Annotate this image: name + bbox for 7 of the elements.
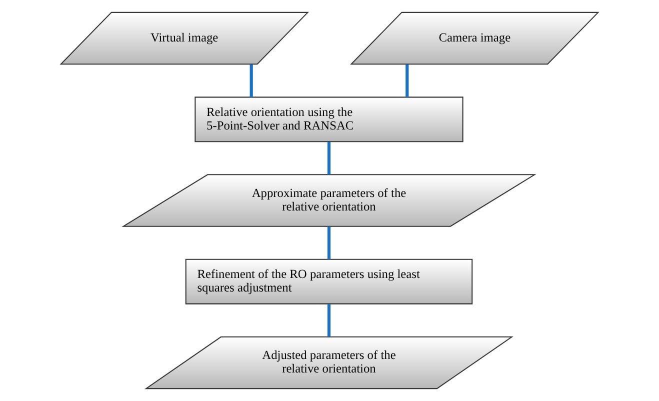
connector	[250, 64, 253, 98]
connector	[406, 64, 409, 98]
connector	[327, 142, 331, 175]
node-box: Refinement of the RO parameters using least squares adjustment	[185, 258, 473, 304]
node-box: Relative orientation using the 5-Point-Solver and RANSAC	[194, 96, 464, 142]
connector	[327, 226, 331, 260]
connector	[327, 304, 331, 337]
